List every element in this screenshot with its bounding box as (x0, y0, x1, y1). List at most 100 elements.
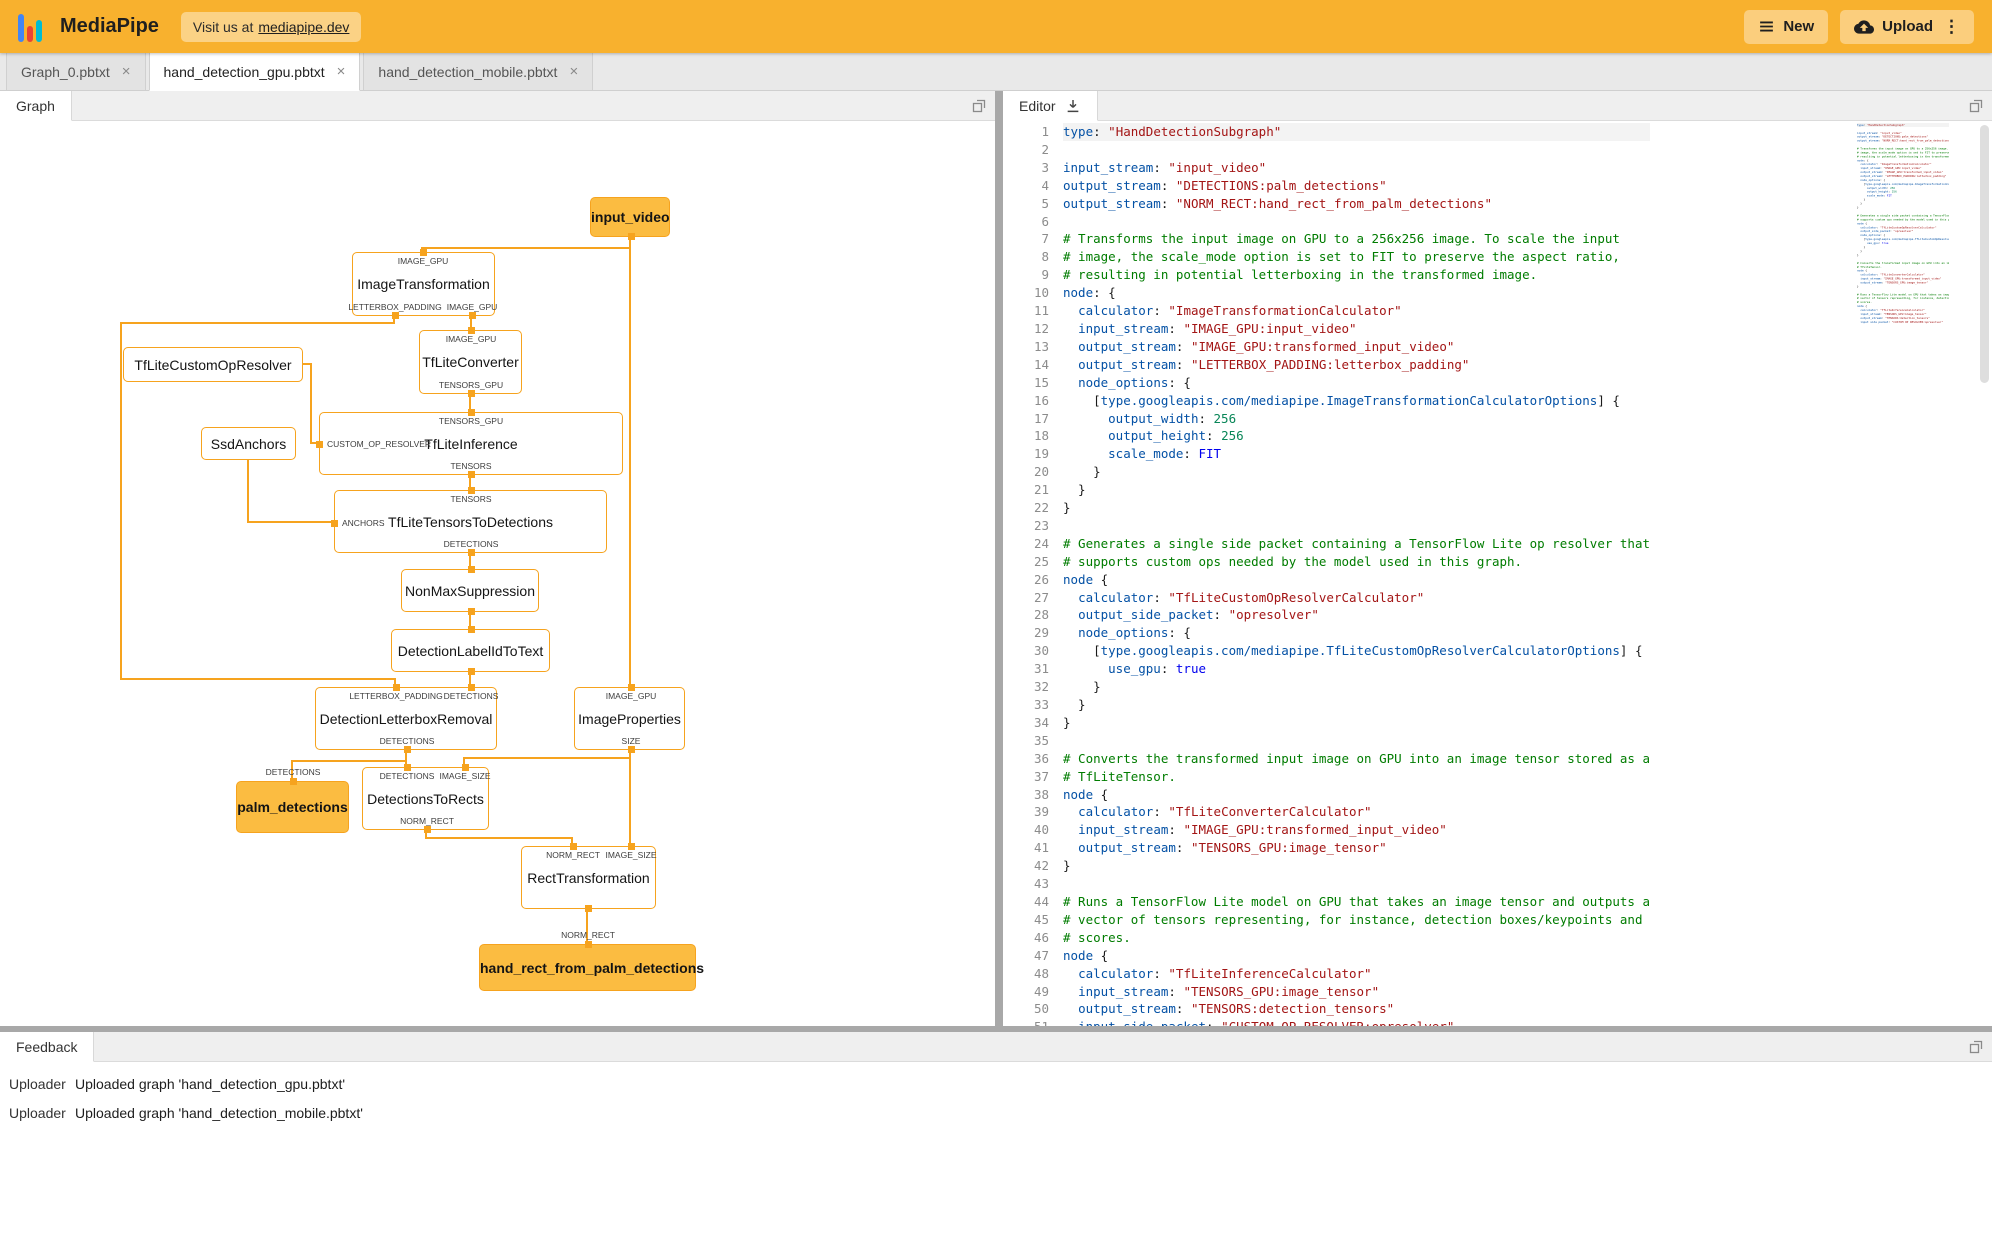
port-marker (467, 549, 475, 556)
port-marker (627, 684, 635, 691)
upload-button[interactable]: Upload ⋮ (1840, 9, 1974, 44)
app-title: MediaPipe (60, 15, 159, 37)
file-tab[interactable]: hand_detection_mobile.pbtxt × (363, 53, 594, 90)
topbar: MediaPipe Visit us at mediapipe.dev New … (0, 0, 1992, 53)
mediapipe-dev-link[interactable]: mediapipe.dev (258, 18, 350, 35)
graph-node-label: SsdAnchors (210, 435, 287, 452)
port-marker (467, 487, 475, 494)
feedback-row: Uploader Uploaded graph 'hand_detection_g… (0, 1069, 1992, 1098)
graph-edge (120, 316, 396, 687)
tab-editor[interactable]: Editor (1003, 91, 1098, 121)
port-marker (467, 684, 475, 691)
file-tab[interactable]: Graph_0.pbtxt× (6, 53, 146, 90)
kebab-menu-icon[interactable]: ⋮ (1943, 16, 1960, 36)
port-label: SIZE (621, 736, 641, 746)
port-label: TENSORS (450, 461, 492, 471)
mediapipe-logo-icon (18, 12, 48, 42)
port-marker (468, 312, 476, 319)
tab-graph[interactable]: Graph (0, 91, 72, 121)
port-marker (627, 233, 635, 240)
download-icon[interactable] (1065, 98, 1081, 114)
minimap[interactable]: type: "HandDetectionSubgraph" input_stre… (1857, 123, 1949, 1026)
new-button[interactable]: New (1744, 9, 1829, 44)
graph-node-TfLiteInference[interactable]: TfLiteInference TENSORS_GPU CUSTOM_OP_RESO… (316, 409, 623, 478)
file-tab[interactable]: hand_detection_gpu.pbtxt × (148, 53, 361, 91)
close-tab-icon[interactable]: × (569, 63, 579, 80)
graph-node-TfLiteCustomOpResolver[interactable]: TfLiteCustomOpResolver (123, 347, 303, 382)
code-lines: type: "HandDetectionSubgraph" input_stre… (1063, 123, 1650, 1026)
close-tab-icon[interactable]: × (121, 63, 131, 80)
port-marker (467, 390, 475, 397)
editor-scrollbar[interactable] (1980, 125, 1989, 383)
graph-node-ImageProperties[interactable]: ImageProperties IMAGE_GPU SIZE (574, 684, 685, 753)
graph-edge (421, 237, 631, 252)
visit-chip: Visit us at mediapipe.dev (180, 11, 362, 42)
upload-button-label: Upload (1882, 18, 1933, 35)
feedback-panel: Feedback Uploader Uploaded graph 'hand_de… (0, 1032, 1992, 1242)
port-marker (331, 519, 338, 527)
feedback-message: Uploaded graph 'hand_detection_gpu.pbtxt… (75, 1075, 346, 1092)
graph-node-DetectionLetterboxRemoval[interactable]: DetectionLetterboxRemoval LETTERBOX_PADDI… (315, 684, 498, 753)
feedback-tab-label: Feedback (16, 1038, 78, 1055)
port-label: TENSORS (450, 494, 492, 504)
graph-edge (247, 460, 334, 523)
port-label: DETECTIONS (379, 771, 435, 781)
visit-text: Visit us at (192, 18, 254, 35)
port-marker (467, 409, 475, 416)
editor-panel-strip: Editor (1003, 91, 1992, 121)
popout-icon[interactable] (972, 99, 986, 113)
editor-tab-label: Editor (1019, 97, 1056, 114)
port-marker (289, 778, 297, 785)
port-marker (316, 440, 323, 448)
port-label: LETTERBOX_PADDING (349, 691, 443, 701)
port-marker (467, 668, 475, 675)
port-label: IMAGE_GPU (605, 691, 657, 701)
file-tab-label: hand_detection_mobile.pbtxt (378, 63, 558, 80)
port-label: IMAGE_GPU (446, 302, 498, 312)
port-label: NORM_RECT (400, 816, 454, 826)
graph-node-label: ImageProperties (578, 710, 681, 727)
graph-node-label: DetectionLetterboxRemoval (319, 710, 493, 727)
port-label: DETECTIONS (379, 736, 435, 746)
file-tab-label: hand_detection_gpu.pbtxt (163, 63, 325, 80)
graph-node-NonMaxSuppression[interactable]: NonMaxSuppression (401, 566, 539, 615)
port-label: NORM_RECT (546, 850, 600, 860)
graph-node-input_video[interactable]: input_video (590, 197, 670, 240)
feedback-source: Uploader (9, 1075, 66, 1092)
port-label: NORM_RECT (561, 930, 615, 940)
port-marker (403, 764, 411, 771)
port-marker (627, 746, 635, 753)
file-tab-strip: Graph_0.pbtxt×hand_detection_gpu.pbtxt×h… (0, 53, 1992, 91)
port-label: TENSORS_GPU (438, 416, 504, 426)
close-tab-icon[interactable]: × (336, 63, 346, 80)
tab-feedback[interactable]: Feedback (0, 1032, 95, 1062)
port-label: ANCHORS (342, 518, 385, 528)
popout-icon[interactable] (1969, 99, 1983, 113)
feedback-panel-strip: Feedback (0, 1032, 1992, 1062)
new-button-label: New (1783, 18, 1815, 35)
popout-icon[interactable] (1969, 1040, 1983, 1054)
graph-node-label: TfLiteInference (424, 435, 518, 452)
port-label: TENSORS_GPU (438, 380, 504, 390)
graph-edge (303, 363, 319, 444)
port-marker (391, 312, 399, 319)
graph-edge (463, 750, 631, 767)
port-marker (467, 608, 475, 615)
port-label: CUSTOM_OP_RESOLVER (327, 439, 432, 449)
graph-node-SsdAnchors[interactable]: SsdAnchors (201, 427, 296, 460)
port-marker (423, 826, 431, 833)
graph-node-label: TfLiteCustomOpResolver (134, 356, 292, 373)
graph-node-label: NonMaxSuppression (405, 582, 535, 599)
graph-node-DetectionLabelIdToText[interactable]: DetectionLabelIdToText (391, 626, 550, 675)
port-marker (403, 746, 411, 753)
